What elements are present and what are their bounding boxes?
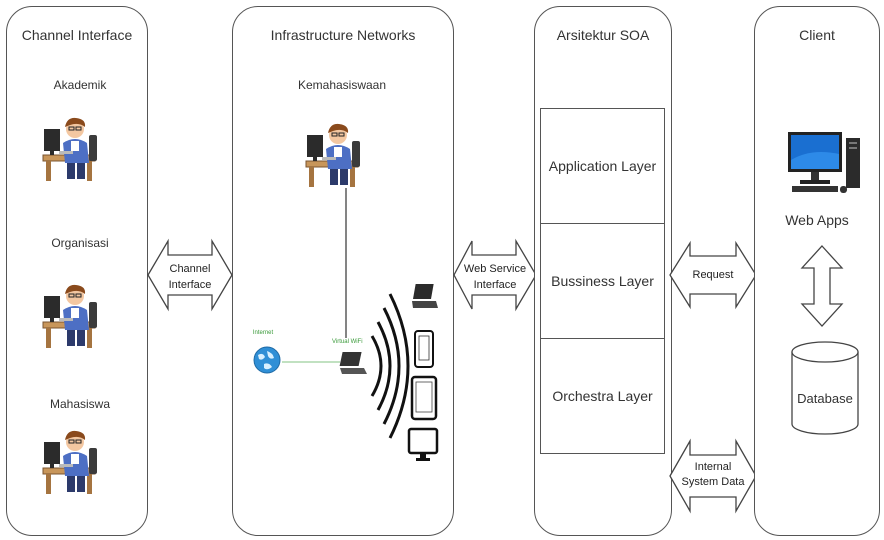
laptop-icon	[339, 352, 367, 374]
desktop-computer-icon	[788, 132, 860, 193]
orchestra-layer: Orchestra Layer	[540, 338, 665, 454]
channel-arrow-label-2: Interface	[168, 279, 212, 291]
client-title: Client	[799, 27, 835, 43]
user-label-akademik: Akademik	[53, 78, 107, 92]
database-cylinder-icon	[791, 341, 859, 435]
internet-label: Internet	[252, 330, 274, 336]
smartphone-icon	[414, 330, 434, 368]
web-apps-label: Web Apps	[785, 212, 849, 228]
request-arrow-label: Request	[692, 269, 734, 281]
globe-icon	[253, 346, 281, 374]
channel-arrow-label-1: Channel	[169, 263, 211, 275]
internal-system-data-label-1: Internal	[694, 461, 732, 473]
arsitektur-soa-title: Arsitektur SOA	[556, 27, 650, 43]
application-layer: Application Layer	[540, 108, 665, 224]
user-label-organisasi: Organisasi	[51, 236, 109, 250]
channel-interface-title: Channel Interface	[21, 27, 133, 43]
wifi-waves-icon	[370, 293, 410, 439]
laptop-icon	[412, 284, 438, 308]
tablet-icon	[410, 375, 438, 421]
web-service-arrow-label-1: Web Service	[463, 263, 527, 275]
bussiness-layer: Bussiness Layer	[540, 223, 665, 339]
internal-system-data-label-2: System Data	[681, 476, 745, 488]
user-label-kemahasiswaan: Kemahasiswaan	[297, 78, 387, 92]
virtual-wifi-label: Virtual WiFi	[332, 339, 363, 345]
monitor-icon	[407, 427, 439, 461]
user-label-mahasiswa: Mahasiswa	[49, 397, 111, 411]
database-label: Database	[797, 391, 853, 406]
web-service-arrow-label-2: Interface	[473, 279, 517, 291]
infrastructure-networks-title: Infrastructure Networks	[270, 27, 416, 43]
bidirectional-arrow	[800, 245, 844, 327]
